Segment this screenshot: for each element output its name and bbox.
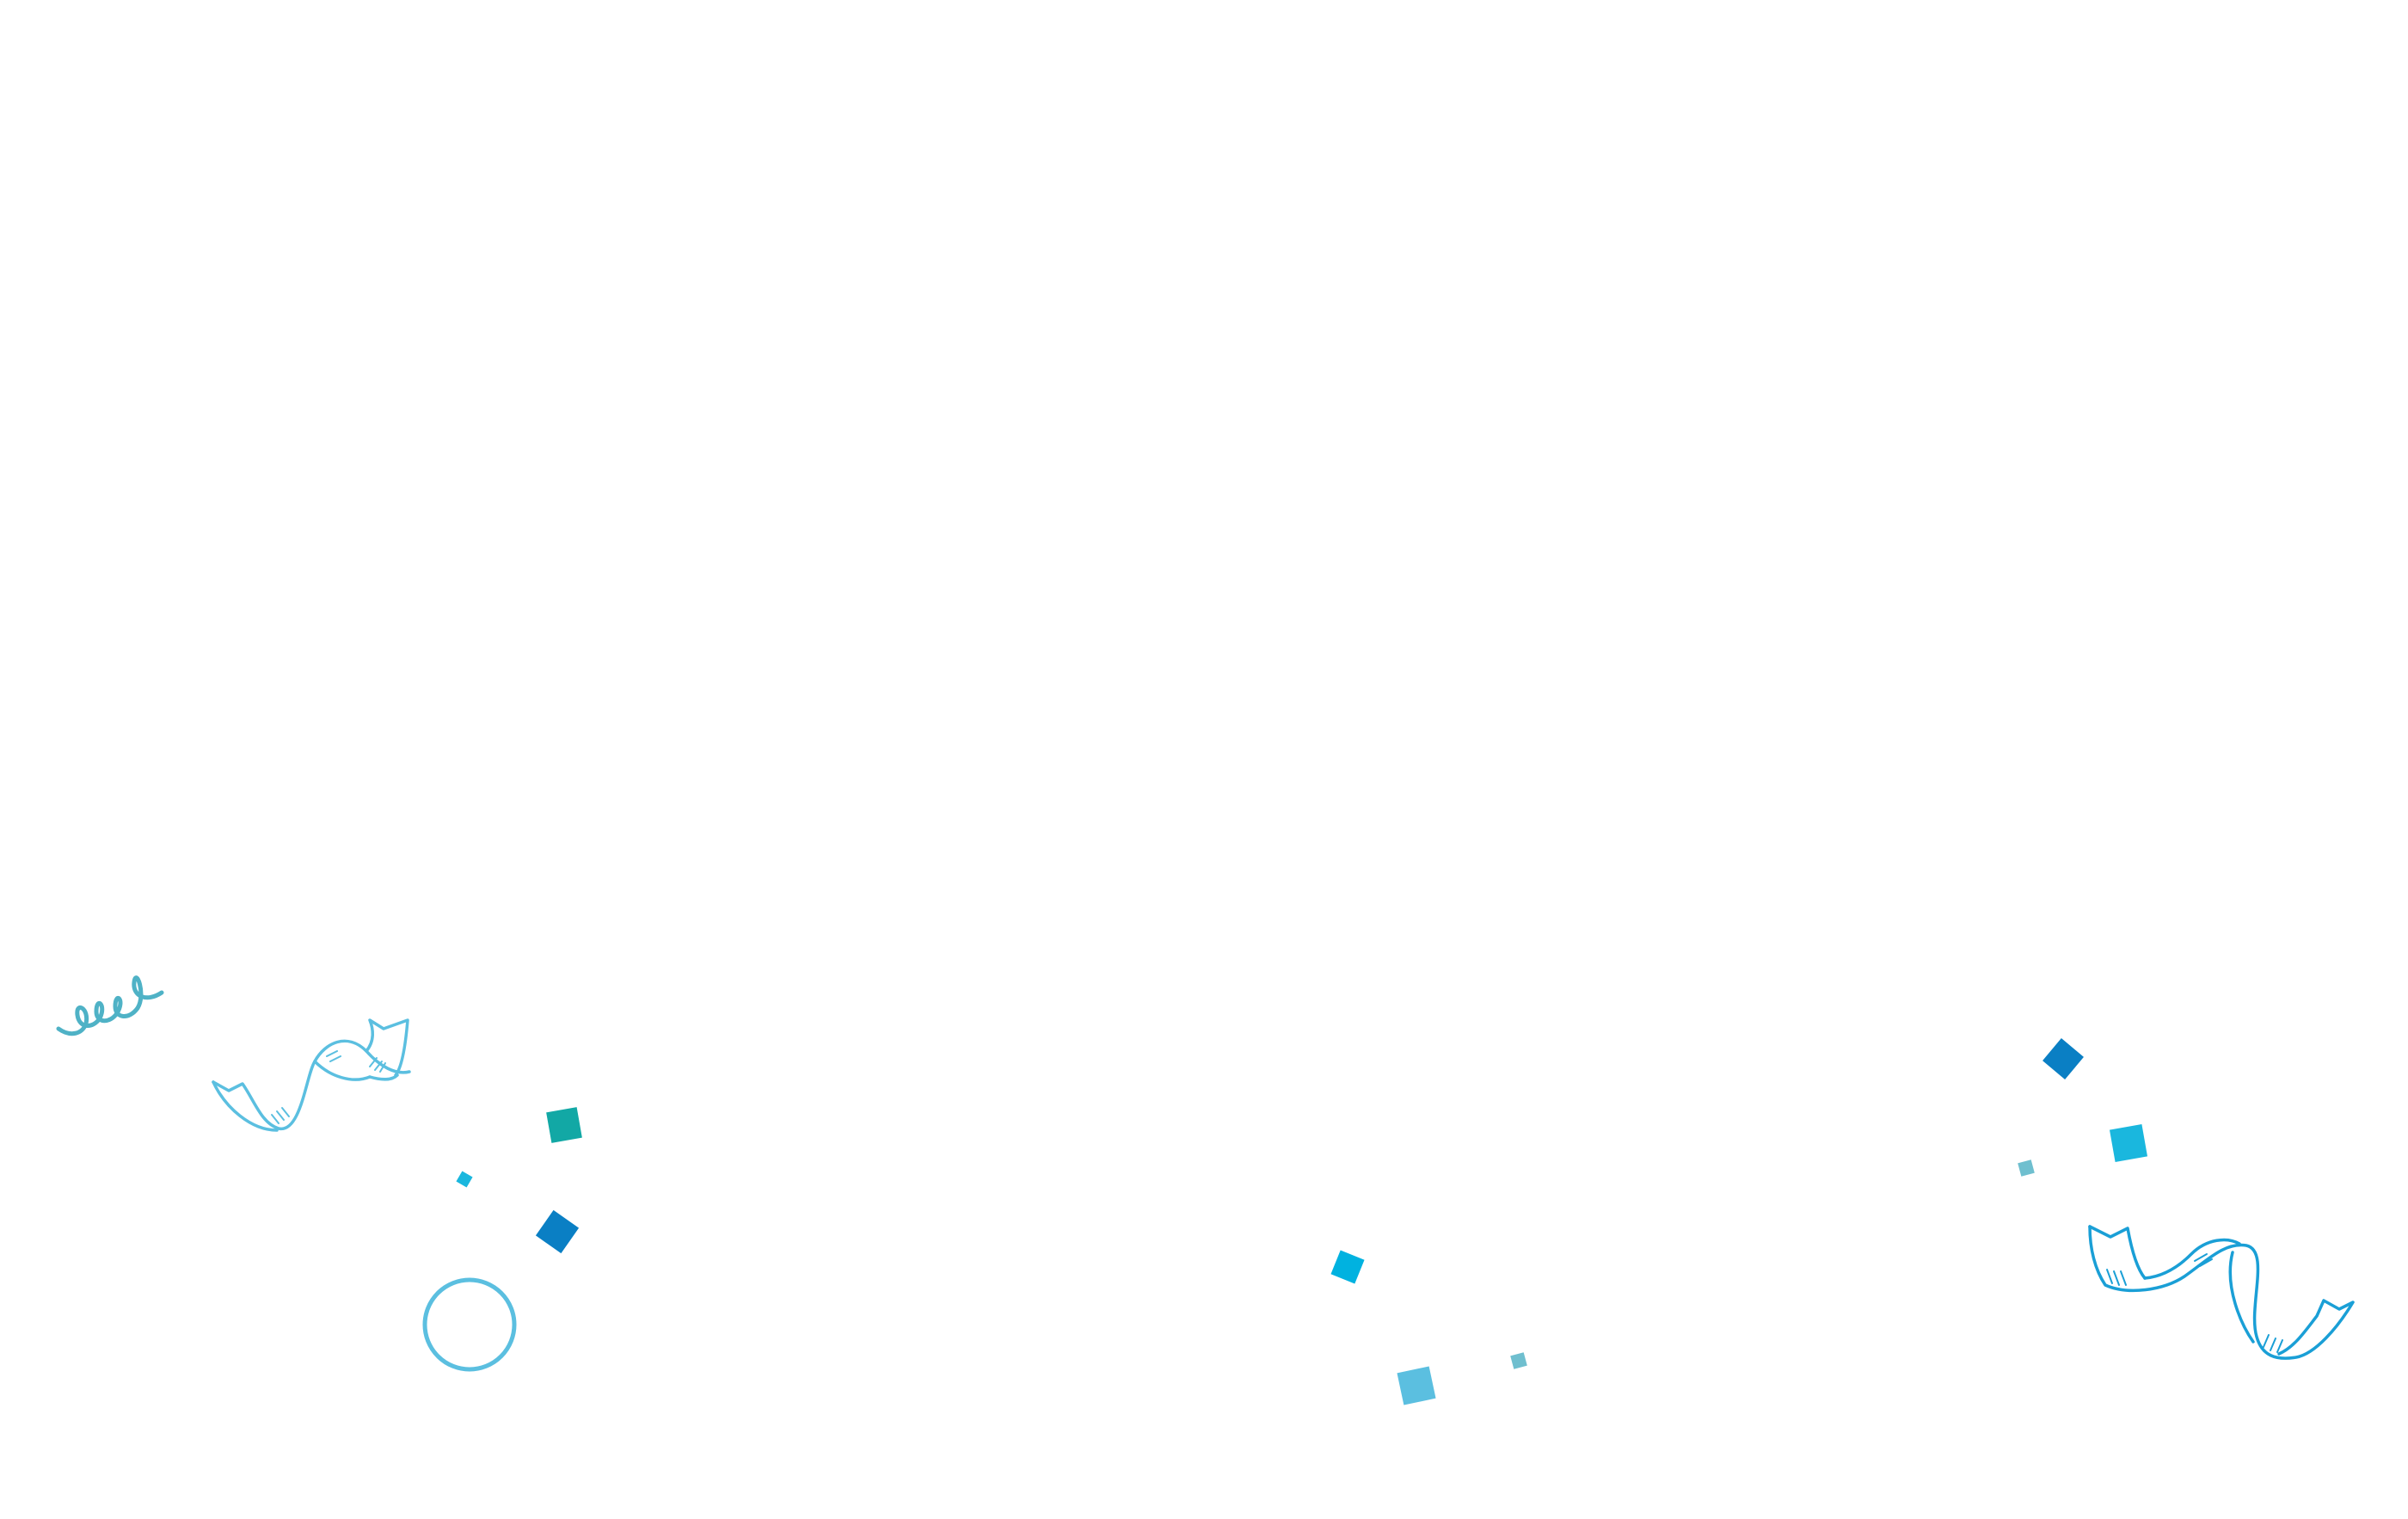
ribbon-streamer-icon [2088, 1225, 2355, 1360]
confetti-square-icon [2018, 1159, 2035, 1177]
confetti-square-icon [1397, 1366, 1436, 1405]
confetti-square-icon [546, 1107, 582, 1143]
confetti-square-icon [1510, 1352, 1527, 1369]
ribbon-streamer-icon [212, 1018, 411, 1132]
ring-icon [422, 1277, 517, 1372]
confetti-square-icon [1330, 1250, 1365, 1284]
confetti-square-icon [456, 1171, 473, 1188]
squiggle-icon [56, 975, 164, 1036]
confetti-square-icon [2109, 1123, 2148, 1163]
confetti-square-icon [2042, 1038, 2084, 1079]
confetti-square-icon [535, 1209, 580, 1254]
